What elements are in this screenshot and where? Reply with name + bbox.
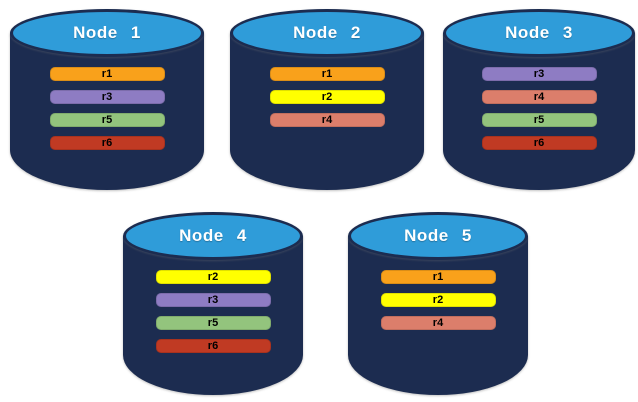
node-cylinder-5: Node 5 r1 r2 r4: [348, 212, 528, 395]
node-title: Node 1: [73, 23, 141, 42]
node-title: Node 4: [179, 226, 247, 245]
cylinder-top-ellipse: Node 3: [443, 9, 635, 57]
replica-bar-r5: r5: [49, 113, 165, 127]
replica-bar-r3: r3: [49, 90, 165, 104]
replica-bar-r3: r3: [481, 67, 597, 81]
cylinder-top-ellipse: Node 4: [123, 212, 303, 260]
replica-bar-r1: r1: [380, 270, 496, 284]
cylinder-body: [348, 236, 528, 395]
replica-list: r3 r4 r5 r6: [443, 67, 635, 150]
replica-bar-r2: r2: [380, 293, 496, 307]
replica-bar-r4: r4: [269, 113, 385, 127]
node-title: Node 3: [505, 23, 573, 42]
replica-bar-r1: r1: [49, 67, 165, 81]
replica-bar-r4: r4: [380, 316, 496, 330]
node-cylinder-4: Node 4 r2 r3 r5 r6: [123, 212, 303, 395]
cylinder-body: [443, 33, 635, 190]
cylinder-top-ellipse: Node 5: [348, 212, 528, 260]
node-cylinder-2: Node 2 r1 r2 r4: [230, 9, 424, 190]
replica-list: r1 r2 r4: [348, 270, 528, 330]
node-cylinder-3: Node 3 r3 r4 r5 r6: [443, 9, 635, 190]
replica-bar-r6: r6: [49, 136, 165, 150]
cylinder-body: [230, 33, 424, 190]
cylinder-body: [10, 33, 204, 190]
replica-list: r2 r3 r5 r6: [123, 270, 303, 353]
replica-bar-r2: r2: [269, 90, 385, 104]
replica-bar-r4: r4: [481, 90, 597, 104]
replica-list: r1 r2 r4: [230, 67, 424, 127]
node-title: Node 2: [293, 23, 361, 42]
replica-list: r1 r3 r5 r6: [10, 67, 204, 150]
replica-bar-r2: r2: [155, 270, 271, 284]
replica-bar-r1: r1: [269, 67, 385, 81]
node-cylinder-1: Node 1 r1 r3 r5 r6: [10, 9, 204, 190]
replica-bar-r5: r5: [481, 113, 597, 127]
replica-bar-r6: r6: [481, 136, 597, 150]
replica-bar-r5: r5: [155, 316, 271, 330]
node-title: Node 5: [404, 226, 472, 245]
cylinder-body: [123, 236, 303, 395]
cylinder-top-ellipse: Node 2: [230, 9, 424, 57]
cylinder-top-ellipse: Node 1: [10, 9, 204, 57]
replica-bar-r6: r6: [155, 339, 271, 353]
replica-bar-r3: r3: [155, 293, 271, 307]
